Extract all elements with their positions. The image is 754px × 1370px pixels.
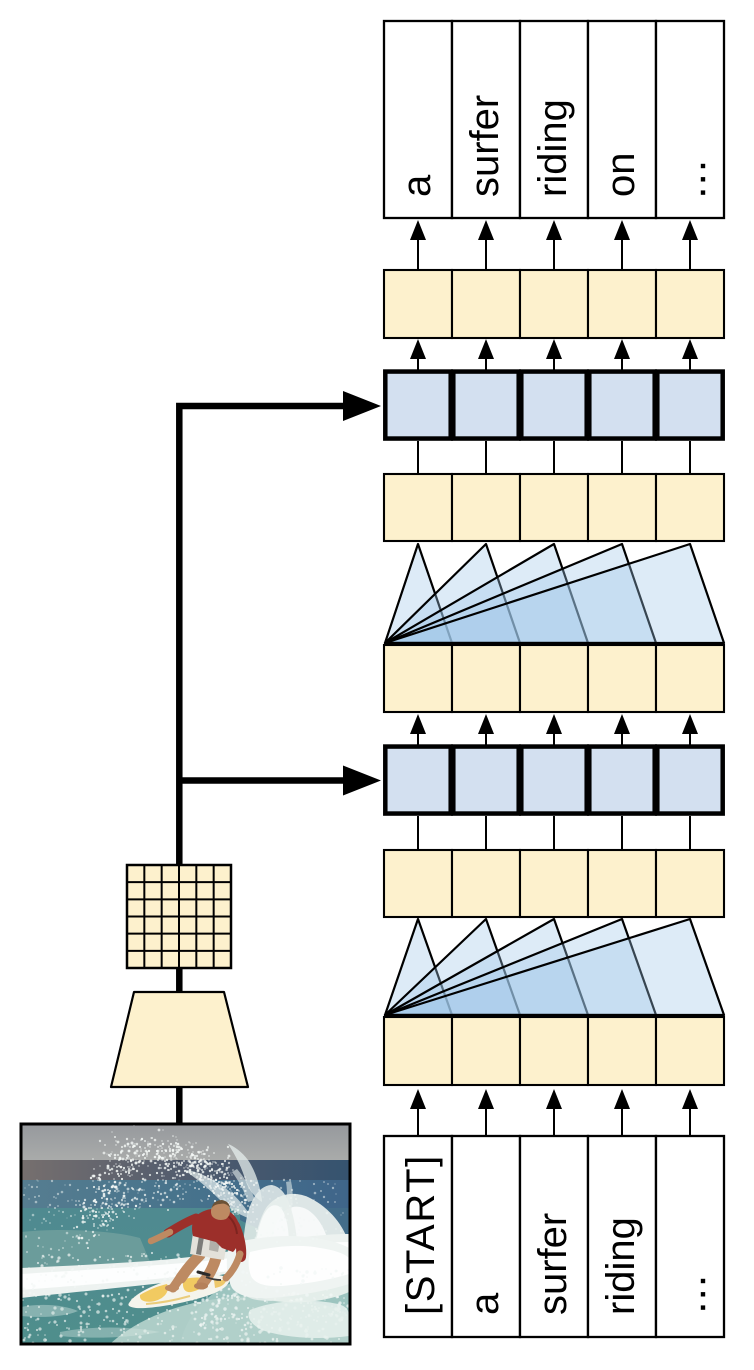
svg-text:surfer: surfer: [531, 1213, 575, 1315]
svg-text:riding: riding: [599, 1217, 643, 1315]
svg-text:on: on: [599, 153, 643, 198]
svg-text:a: a: [463, 1292, 507, 1315]
svg-text:a: a: [395, 174, 439, 197]
svg-text:[START]: [START]: [399, 1154, 443, 1315]
svg-text:riding: riding: [531, 99, 575, 197]
svg-text:surfer: surfer: [463, 95, 507, 197]
